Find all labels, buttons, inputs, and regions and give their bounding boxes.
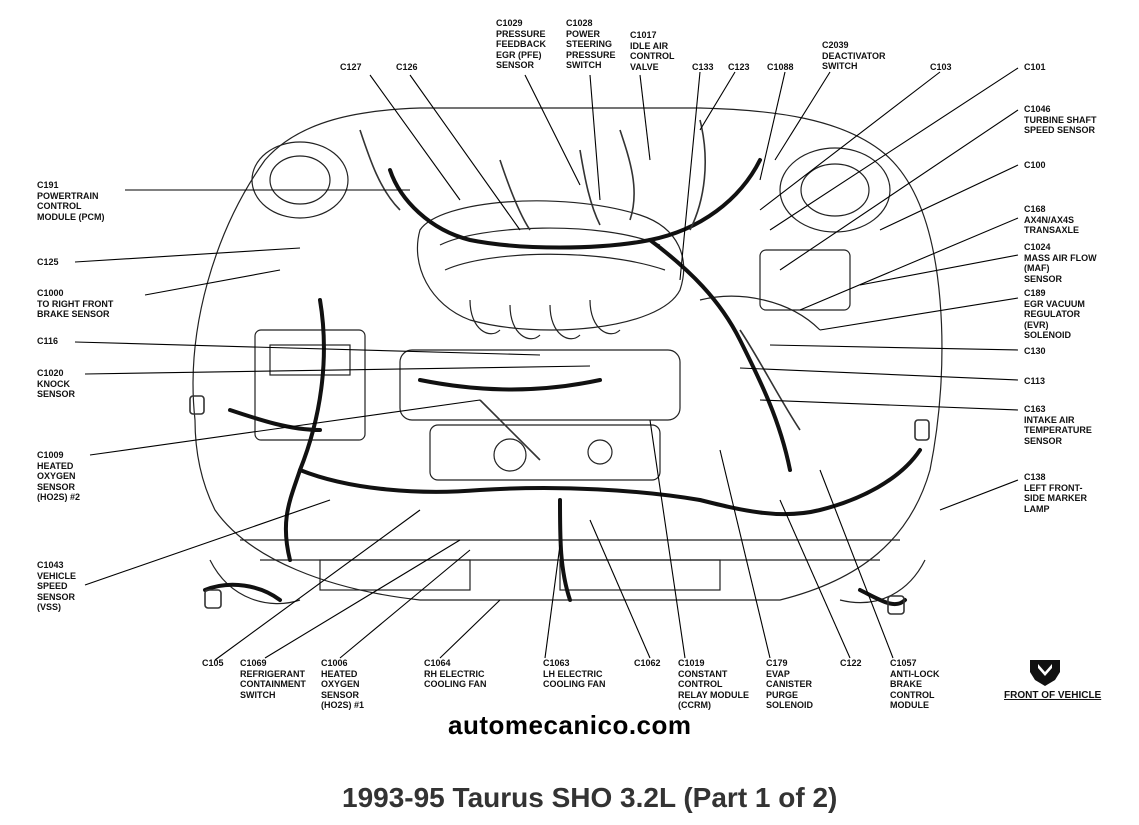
label-c101: C101	[1024, 62, 1046, 72]
label-c127: C127	[340, 62, 362, 72]
label-c126: C126	[396, 62, 418, 72]
label-c179: C179 EVAP CANISTER PURGE SOLENOID	[766, 658, 814, 710]
label-c125: C125	[37, 257, 59, 267]
label-c1024: C1024 MASS AIR FLOW (MAF) SENSOR	[1024, 242, 1097, 284]
watermark: automecanico.com	[448, 710, 692, 740]
label-c113: C113	[1024, 376, 1046, 386]
label-c122: C122	[840, 658, 862, 668]
label-c133: C133	[692, 62, 714, 72]
front-of-vehicle-label: FRONT OF VEHICLE	[1004, 690, 1102, 701]
label-c1046: C1046 TURBINE SHAFT SPEED SENSOR	[1024, 104, 1097, 135]
label-c2039: C2039 DEACTIVATOR SWITCH	[822, 40, 886, 71]
label-c168: C168 AX4N/AX4S TRANSAXLE	[1024, 204, 1080, 235]
label-c1064: C1064 RH ELECTRIC COOLING FAN	[424, 658, 487, 689]
label-c1009: C1009 HEATED OXYGEN SENSOR (HO2S) #2	[37, 450, 81, 502]
label-c123: C123	[728, 62, 750, 72]
label-c130: C130	[1024, 346, 1046, 356]
label-c189: C189 EGR VACUUM REGULATOR (EVR) SOLENOID	[1024, 288, 1085, 340]
label-c105: C105	[202, 658, 224, 668]
diagram-title: 1993-95 Taurus SHO 3.2L (Part 1 of 2)	[342, 782, 838, 813]
label-c116: C116	[37, 336, 59, 346]
label-c1057: C1057 ANTI-LOCK BRAKE CONTROL MODULE	[890, 658, 940, 710]
label-c1029: C1029 PRESSURE FEEDBACK EGR (PFE) SENSOR	[496, 18, 547, 70]
label-c103: C103	[930, 62, 952, 72]
label-c1019: C1019 CONSTANT CONTROL RELAY MODULE (CCR…	[678, 658, 750, 710]
label-c1069: C1069 REFRIGERANT CONTAINMENT SWITCH	[240, 658, 306, 700]
label-c1028: C1028 POWER STEERING PRESSURE SWITCH	[566, 18, 616, 70]
label-c1088: C1088	[767, 62, 794, 72]
engine-drawing	[192, 107, 943, 605]
wiring-harness	[203, 158, 922, 607]
leader-lines	[74, 67, 1019, 661]
front-arrow-icon	[1030, 660, 1060, 686]
label-c163: C163 INTAKE AIR TEMPERATURE SENSOR	[1024, 404, 1092, 446]
label-c138: C138 LEFT FRONT- SIDE MARKER LAMP	[1024, 472, 1088, 514]
label-c1043: C1043 VEHICLE SPEED SENSOR (VSS)	[37, 560, 77, 612]
label-c100: C100	[1024, 160, 1046, 170]
label-c191: C191 POWERTRAIN CONTROL MODULE (PCM)	[37, 180, 105, 222]
label-c1062: C1062	[634, 658, 661, 668]
harness-detail	[189, 119, 930, 615]
label-c1006: C1006 HEATED OXYGEN SENSOR (HO2S) #1	[321, 658, 365, 710]
label-c1063: C1063 LH ELECTRIC COOLING FAN	[543, 658, 606, 689]
label-c1017: C1017 IDLE AIR CONTROL VALVE	[630, 30, 675, 72]
label-c1020: C1020 KNOCK SENSOR	[37, 368, 76, 399]
label-c1000: C1000 TO RIGHT FRONT BRAKE SENSOR	[37, 288, 114, 319]
